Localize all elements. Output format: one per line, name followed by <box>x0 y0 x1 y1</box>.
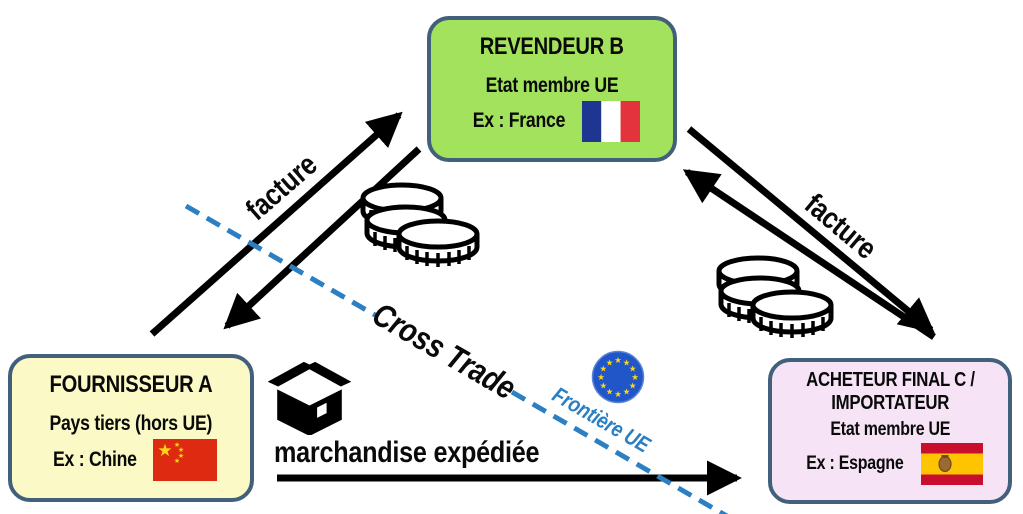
svg-text:★: ★ <box>178 452 184 460</box>
node-example-row: Ex : Espagne <box>797 442 984 485</box>
eu-flag-icon: ★★★ ★★★ ★★★ ★★★ <box>591 350 645 404</box>
svg-text:★: ★ <box>178 446 184 454</box>
svg-text:★: ★ <box>623 358 631 368</box>
node-title: FOURNISSEUR A <box>49 371 213 398</box>
france-flag-icon <box>582 100 641 142</box>
node-example: Ex : Espagne <box>805 452 904 474</box>
facture-arrow-b-to-a <box>223 146 422 330</box>
node-title: IMPORTATEUR <box>831 392 949 414</box>
svg-text:★: ★ <box>599 365 607 375</box>
goods-label: marchandise expédiée <box>274 436 540 469</box>
eu-border-dashed-line <box>184 203 377 318</box>
svg-text:★: ★ <box>606 358 614 368</box>
china-flag-icon: ★ ★ ★ ★ ★ <box>153 438 218 481</box>
svg-text:★: ★ <box>158 441 173 461</box>
svg-text:★: ★ <box>614 390 622 400</box>
svg-text:★: ★ <box>606 388 614 398</box>
coins-icon <box>719 258 831 338</box>
node-acheteur-c: ACHETEUR FINAL C / IMPORTATEUR Etat memb… <box>768 358 1012 504</box>
svg-text:★: ★ <box>631 373 639 383</box>
node-title: ACHETEUR FINAL C / <box>805 369 975 391</box>
node-subtitle: Etat membre UE <box>830 419 950 440</box>
node-example: Ex : Chine <box>52 447 137 471</box>
spain-crest <box>938 454 952 472</box>
svg-text:★: ★ <box>614 356 622 366</box>
node-example-row: Ex : France <box>464 100 641 142</box>
facture-arrow-a-to-b <box>149 111 403 337</box>
node-revendeur-b: REVENDEUR B Etat membre UE Ex : France <box>427 16 677 162</box>
node-example: Ex : France <box>472 109 565 133</box>
facture-arrow-b-to-c <box>686 126 935 334</box>
svg-text:★: ★ <box>623 388 631 398</box>
svg-text:★: ★ <box>599 382 607 392</box>
node-subtitle: Pays tiers (hors UE) <box>49 411 213 435</box>
node-fournisseur-a: FOURNISSEUR A Pays tiers (hors UE) Ex : … <box>8 354 254 502</box>
svg-text:★: ★ <box>597 373 605 383</box>
package-icon <box>267 361 352 435</box>
svg-text:★: ★ <box>629 382 637 392</box>
node-subtitle: Etat membre UE <box>485 73 619 97</box>
node-title: REVENDEUR B <box>480 33 624 60</box>
svg-text:★: ★ <box>174 441 180 449</box>
facture-arrow-c-to-b <box>682 169 936 340</box>
coins-icon <box>363 185 477 267</box>
spain-flag-icon <box>921 442 984 485</box>
svg-text:★: ★ <box>629 365 637 375</box>
node-example-row: Ex : Chine ★ ★ ★ ★ ★ <box>45 438 218 481</box>
svg-text:★: ★ <box>174 457 180 465</box>
